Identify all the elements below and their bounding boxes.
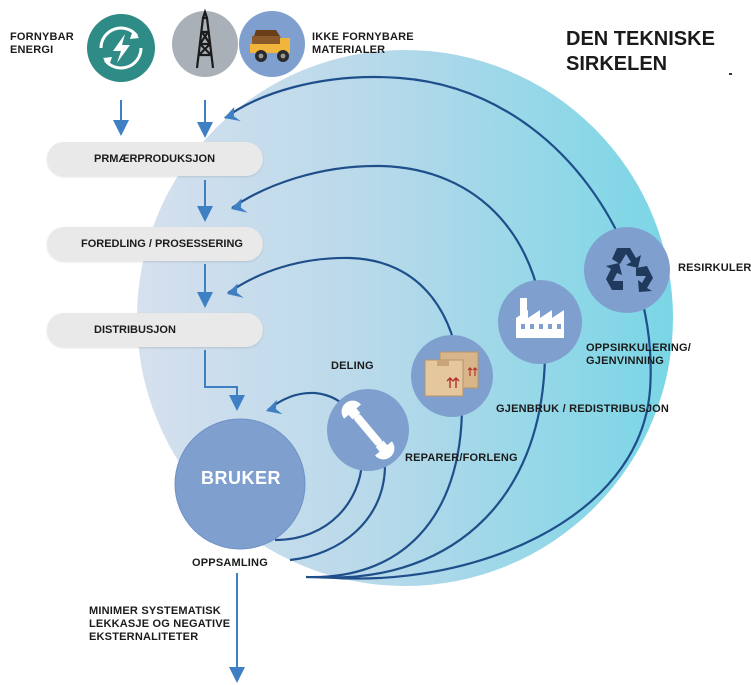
stage-distribution: DISTRIBUSJON — [47, 313, 263, 347]
leakage-line-3: EKSTERNALITETER — [89, 631, 199, 643]
non-renewable-label-line-1: IKKE FORNYBARE — [312, 31, 414, 43]
sharing-label: DELING — [331, 360, 374, 372]
loop-reuse — [227, 256, 464, 579]
loop-upcycle — [231, 164, 547, 579]
lightning-recycle-icon — [99, 26, 143, 70]
upcycle-node — [498, 280, 582, 364]
title-line-2: SIRKELEN — [566, 53, 668, 75]
reuse-node — [411, 335, 493, 417]
renewable-label-line-2: ENERGI — [10, 44, 54, 56]
oil-rig-icon — [195, 8, 215, 69]
truck-node — [239, 11, 305, 77]
leakage-line-2: LEKKASJE OG NEGATIVE — [89, 618, 231, 630]
stage-distribution-label: DISTRIBUSJON — [94, 324, 176, 336]
renewable-energy-label: FORNYBAR ENERGI — [10, 31, 74, 57]
arrow-to-user — [204, 350, 245, 411]
loop-repair — [289, 464, 387, 562]
leakage-label: MINIMER SYSTEMATISK LEKKASJE OG NEGATIVE… — [89, 605, 230, 644]
boxes-icon — [424, 351, 479, 397]
stage-processing: FOREDLING / PROSESSERING — [47, 227, 263, 261]
non-renewable-label-line-2: MATERIALER — [312, 44, 386, 56]
repair-label: REPARER/FORLENG — [405, 452, 518, 464]
wrench-icon — [341, 400, 395, 460]
user-node — [174, 418, 306, 550]
recycle-icon — [606, 248, 653, 292]
upcycle-label: OPPSIRKULERING/ GJENVINNING — [586, 342, 691, 368]
collection-label: OPPSAMLING — [192, 557, 268, 569]
recycle-node — [584, 227, 670, 313]
upcycle-label-line-2: GJENVINNING — [586, 355, 664, 367]
flow-arrows — [113, 100, 245, 683]
title-line-1: DEN TEKNISKE — [566, 28, 715, 50]
upcycle-label-line-1: OPPSIRKULERING/ — [586, 342, 692, 354]
user-label: BRUKER — [200, 468, 281, 488]
stage-primary-production: PRMÆRPRODUKSJON — [47, 142, 263, 176]
renewable-energy-node — [87, 14, 155, 82]
renewable-label-line-1: FORNYBAR — [10, 31, 74, 43]
reuse-label: GJENBRUK / REDISTRIBUSJON — [496, 403, 670, 415]
non-renewable-label: IKKE FORNYBARE MATERIALER — [312, 31, 414, 57]
leakage-line-1: MINIMER SYSTEMATISK — [89, 605, 221, 617]
loop-arrowheads — [224, 107, 283, 415]
stage-primary-production-label: PRMÆRPRODUKSJON — [94, 153, 216, 165]
recycle-label: RESIRKULER — [678, 262, 751, 274]
title-mark — [729, 73, 732, 75]
dump-truck-icon — [250, 30, 290, 62]
diagram-title: DEN TEKNISKE SIRKELEN — [566, 27, 715, 77]
factory-icon — [516, 298, 564, 338]
stage-processing-label: FOREDLING / PROSESSERING — [81, 238, 243, 250]
repair-node — [327, 389, 409, 471]
oil-rig-node — [172, 8, 238, 77]
